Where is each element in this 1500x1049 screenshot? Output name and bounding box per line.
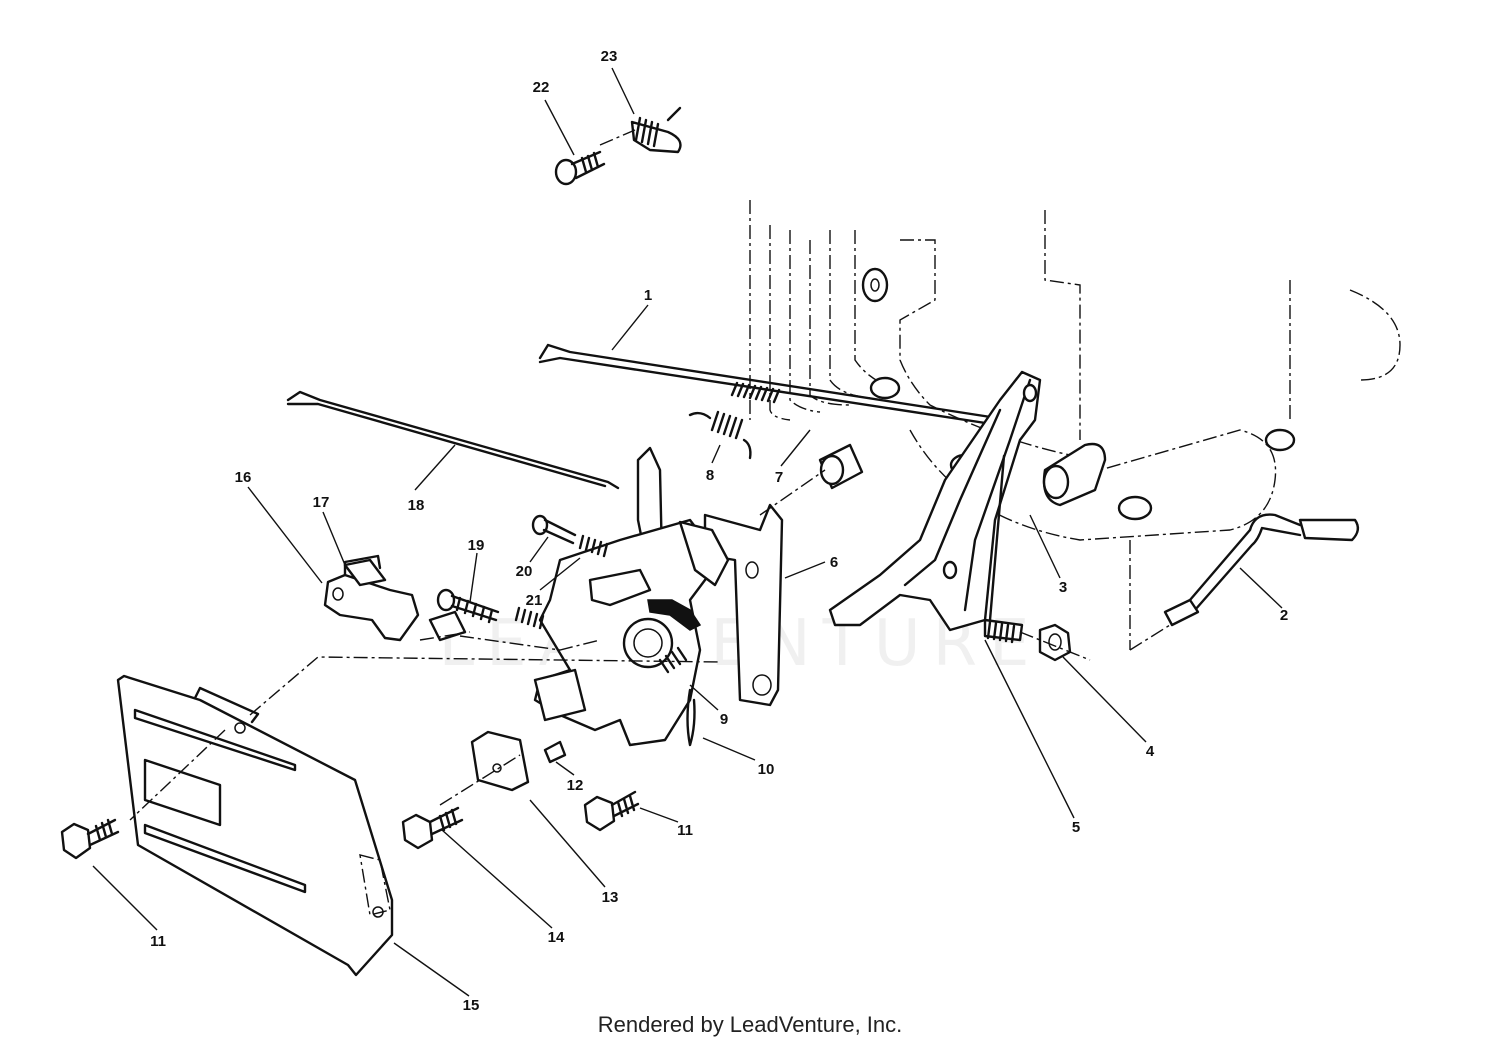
callout-2: 2 (1280, 607, 1288, 624)
part-20-screw (531, 514, 577, 545)
callout-1: 1 (644, 287, 652, 304)
part-11-bolt-left (60, 818, 120, 860)
part-19-screw (436, 588, 500, 624)
callout-12: 12 (567, 777, 584, 794)
callout-20: 20 (516, 563, 533, 580)
callout-4: 4 (1146, 743, 1155, 760)
part-15-cover-plate (116, 674, 394, 977)
part-8-governor-spring (688, 410, 752, 460)
part-13-bracket (470, 730, 530, 792)
callout-7: 7 (775, 469, 783, 486)
part-2-control-lever (1163, 513, 1360, 627)
part-10-wire (686, 688, 696, 747)
callout-3: 3 (1059, 579, 1067, 596)
part-1-governor-link-rod (538, 343, 1032, 428)
callout-6: 6 (830, 554, 838, 571)
part-21-spring (514, 534, 609, 630)
callout-22: 22 (533, 79, 550, 96)
callout-10: 10 (758, 761, 775, 778)
callout-9: 9 (720, 711, 728, 728)
part-5-governor-lever (828, 370, 1042, 632)
callout-16: 16 (235, 469, 252, 486)
callout-21: 21 (526, 592, 543, 609)
callout-18: 18 (408, 497, 425, 514)
render-credit: Rendered by LeadVenture, Inc. (597, 1012, 903, 1037)
part-12-screw (543, 740, 567, 764)
callout-5: 5 (1072, 819, 1080, 836)
callout-labels: 1 2 3 4 5 6 7 8 9 10 11 11 12 13 14 15 1… (150, 48, 1288, 1014)
callout-14: 14 (548, 929, 565, 946)
engine-block-outline (749, 200, 1401, 651)
governor-shaft-boss (818, 442, 1107, 507)
leader-lines (92, 67, 1283, 997)
part-18-choke-rod (286, 390, 620, 490)
callout-23: 23 (601, 48, 618, 65)
part-23-swivel (630, 106, 682, 154)
callout-17: 17 (313, 494, 330, 511)
callout-13: 13 (602, 889, 619, 906)
center-lines (129, 129, 1091, 821)
watermark-text: LEADVENTURE (439, 607, 1042, 681)
part-17-choke-tab (343, 554, 467, 642)
callout-8: 8 (706, 467, 714, 484)
lever-screw (983, 618, 1024, 644)
control-assembly-body (533, 518, 730, 747)
callout-19: 19 (468, 537, 485, 554)
callout-11-left: 11 (150, 933, 166, 950)
part-14-bolt (401, 806, 464, 850)
part-11-bolt-right (583, 790, 640, 832)
part-22-screw (554, 150, 606, 186)
part-16-choke-plate (323, 558, 420, 642)
callout-15: 15 (463, 997, 480, 1014)
callout-11-right: 11 (677, 822, 693, 839)
